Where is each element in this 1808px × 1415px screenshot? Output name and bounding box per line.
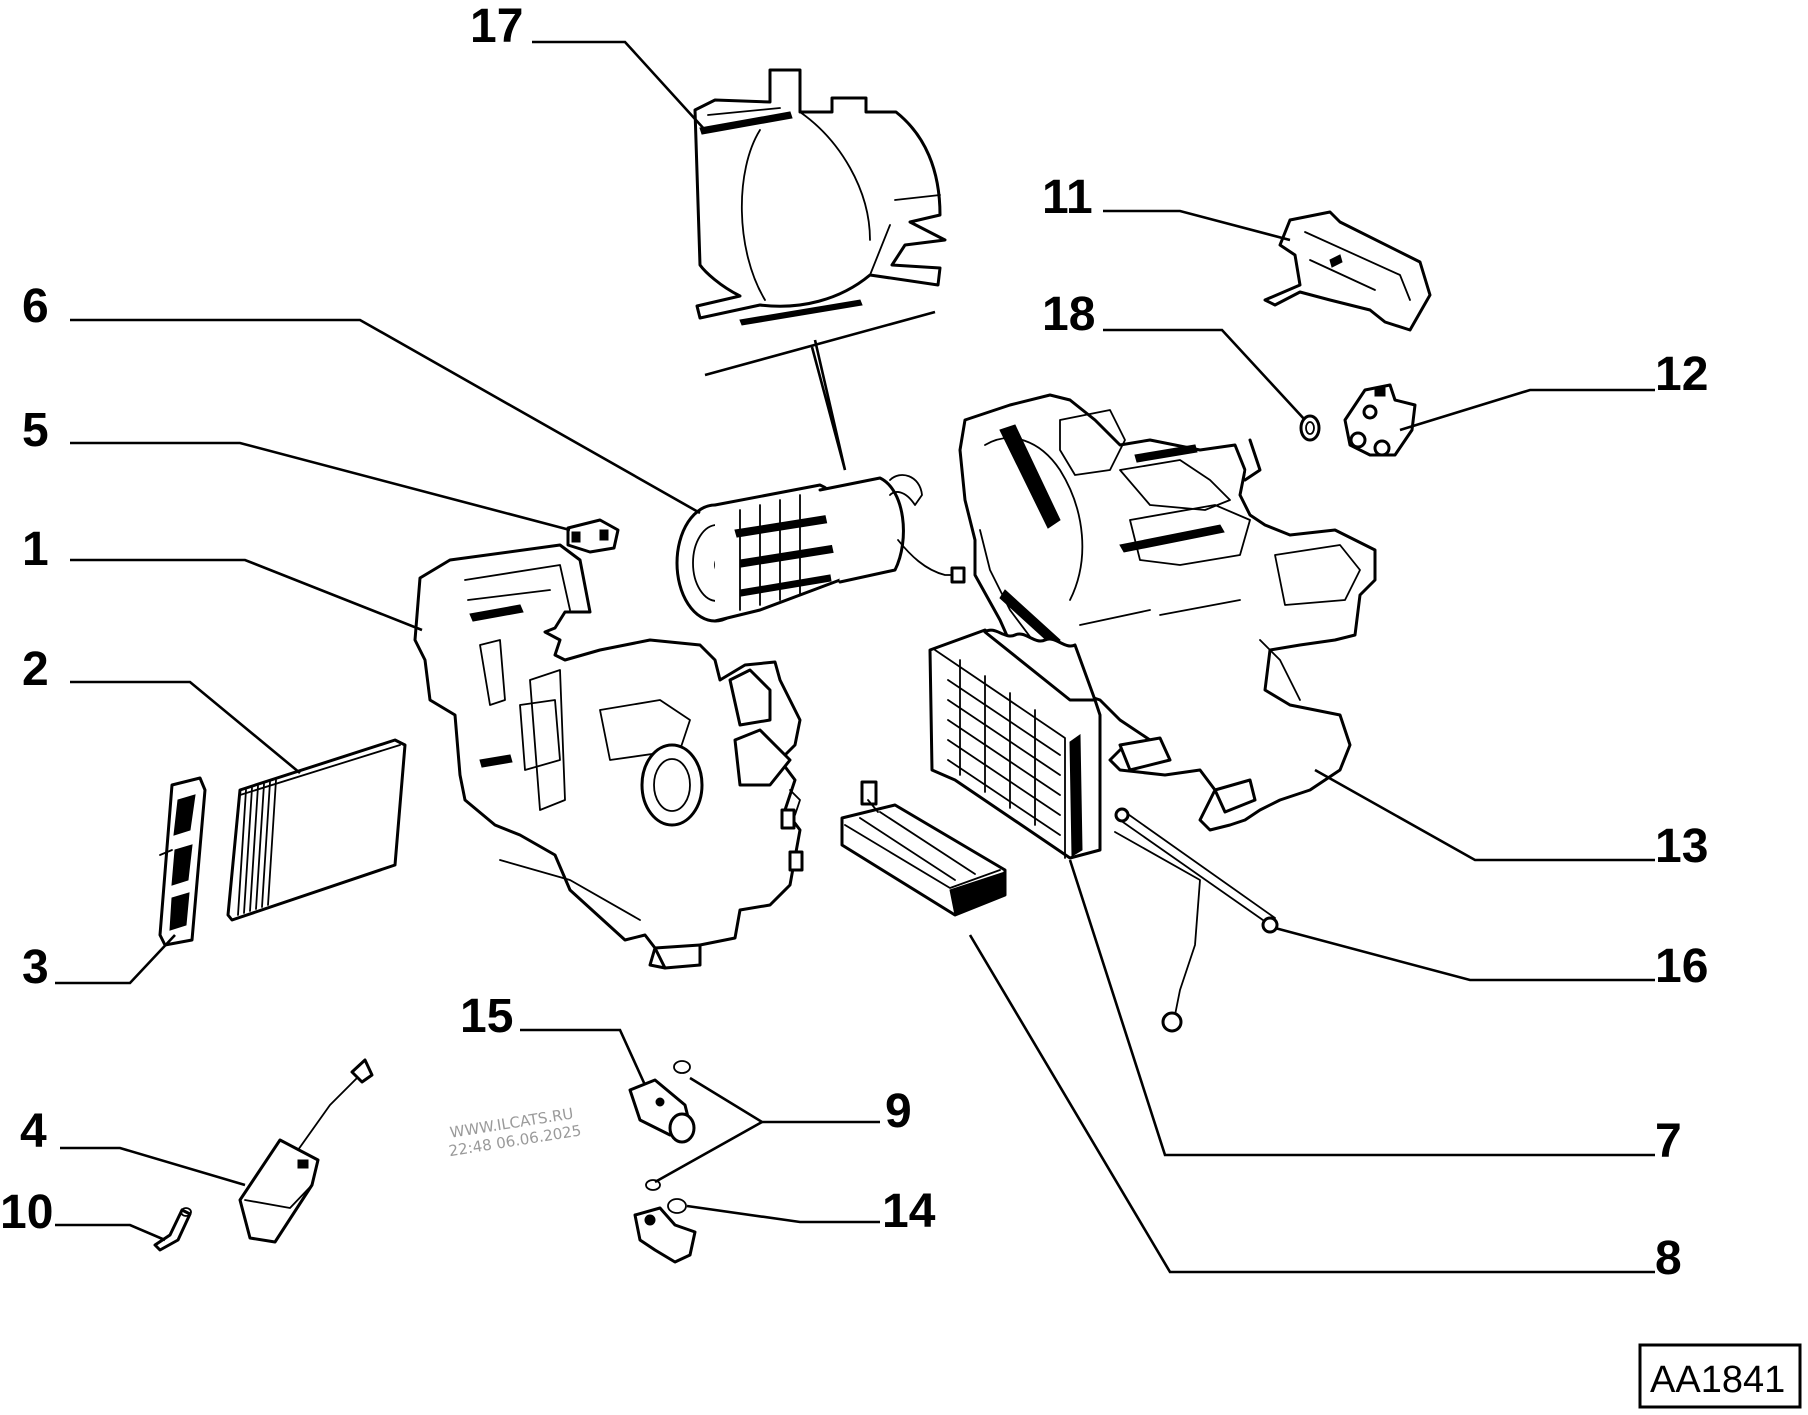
leader-11 bbox=[1103, 209, 1291, 242]
leader-9a bbox=[689, 1076, 880, 1124]
part-13-evaporator-housing bbox=[958, 393, 1377, 832]
part-8-heater-core bbox=[840, 780, 1007, 917]
part-2-cabin-filter bbox=[226, 738, 407, 922]
part-12-actuator bbox=[1343, 383, 1417, 457]
drawing-code: AA1841 bbox=[1650, 1359, 1785, 1401]
leader-9b bbox=[654, 1120, 763, 1184]
part-7-evaporator bbox=[928, 628, 1102, 860]
part-11-bracket bbox=[1263, 210, 1432, 332]
part-9-o-ring bbox=[645, 1179, 661, 1191]
callout-18: 18 bbox=[1042, 288, 1095, 341]
callout-4: 4 bbox=[20, 1105, 47, 1158]
leader-14 bbox=[686, 1204, 880, 1224]
part-17-fan-shroud bbox=[693, 68, 947, 471]
part-16-ac-pipe bbox=[1114, 807, 1279, 1033]
watermark: WWW.ILCATS.RU 22:48 06.06.2025 bbox=[447, 1104, 582, 1160]
callout-11: 11 bbox=[1042, 171, 1093, 224]
callout-labels: 17 6 5 1 2 3 4 10 15 9 14 11 18 12 13 16… bbox=[0, 0, 1708, 1285]
leader-3 bbox=[55, 934, 176, 985]
callout-13: 13 bbox=[1655, 820, 1708, 873]
callout-12: 12 bbox=[1655, 348, 1708, 401]
callout-14: 14 bbox=[882, 1185, 936, 1238]
part-6-blower-motor bbox=[675, 474, 966, 623]
part-14-valve-block bbox=[633, 1198, 697, 1264]
leader-17 bbox=[532, 40, 706, 131]
leader-18 bbox=[1103, 328, 1306, 421]
callout-5: 5 bbox=[22, 404, 49, 457]
part-5-resistor-connector bbox=[566, 518, 620, 554]
callout-16: 16 bbox=[1655, 940, 1708, 993]
part-18-washer bbox=[1299, 414, 1321, 442]
part-15-expansion-valve bbox=[628, 1060, 696, 1144]
leader-7 bbox=[1068, 859, 1655, 1157]
drawing-code-box: AA1841 bbox=[1638, 1343, 1802, 1409]
leader-6 bbox=[70, 318, 701, 515]
callout-8: 8 bbox=[1655, 1232, 1682, 1285]
leader-lines bbox=[55, 40, 1655, 1274]
leader-15 bbox=[520, 1028, 647, 1086]
leader-1 bbox=[70, 558, 423, 632]
leader-12 bbox=[1399, 388, 1655, 432]
callout-7: 7 bbox=[1655, 1115, 1682, 1168]
leader-4 bbox=[60, 1146, 246, 1187]
leader-5 bbox=[70, 441, 571, 532]
leader-16 bbox=[1274, 926, 1655, 982]
leader-13 bbox=[1314, 768, 1655, 862]
callout-9: 9 bbox=[885, 1085, 912, 1138]
part-1-heater-housing bbox=[413, 543, 804, 970]
leader-10 bbox=[55, 1223, 166, 1242]
part-10-retaining-pin bbox=[153, 1207, 192, 1252]
callout-3: 3 bbox=[22, 941, 49, 994]
leader-2 bbox=[70, 680, 301, 775]
callout-6: 6 bbox=[22, 280, 49, 333]
callout-1: 1 bbox=[22, 523, 49, 576]
leader-8 bbox=[968, 934, 1655, 1274]
callout-2: 2 bbox=[22, 643, 49, 696]
drawing-code-frame bbox=[1638, 1343, 1802, 1409]
part-3-filter-cover bbox=[158, 776, 207, 947]
callout-17: 17 bbox=[470, 0, 523, 53]
callout-15: 15 bbox=[460, 990, 513, 1043]
callout-10: 10 bbox=[0, 1186, 53, 1239]
part-4-control-module bbox=[238, 1058, 374, 1244]
